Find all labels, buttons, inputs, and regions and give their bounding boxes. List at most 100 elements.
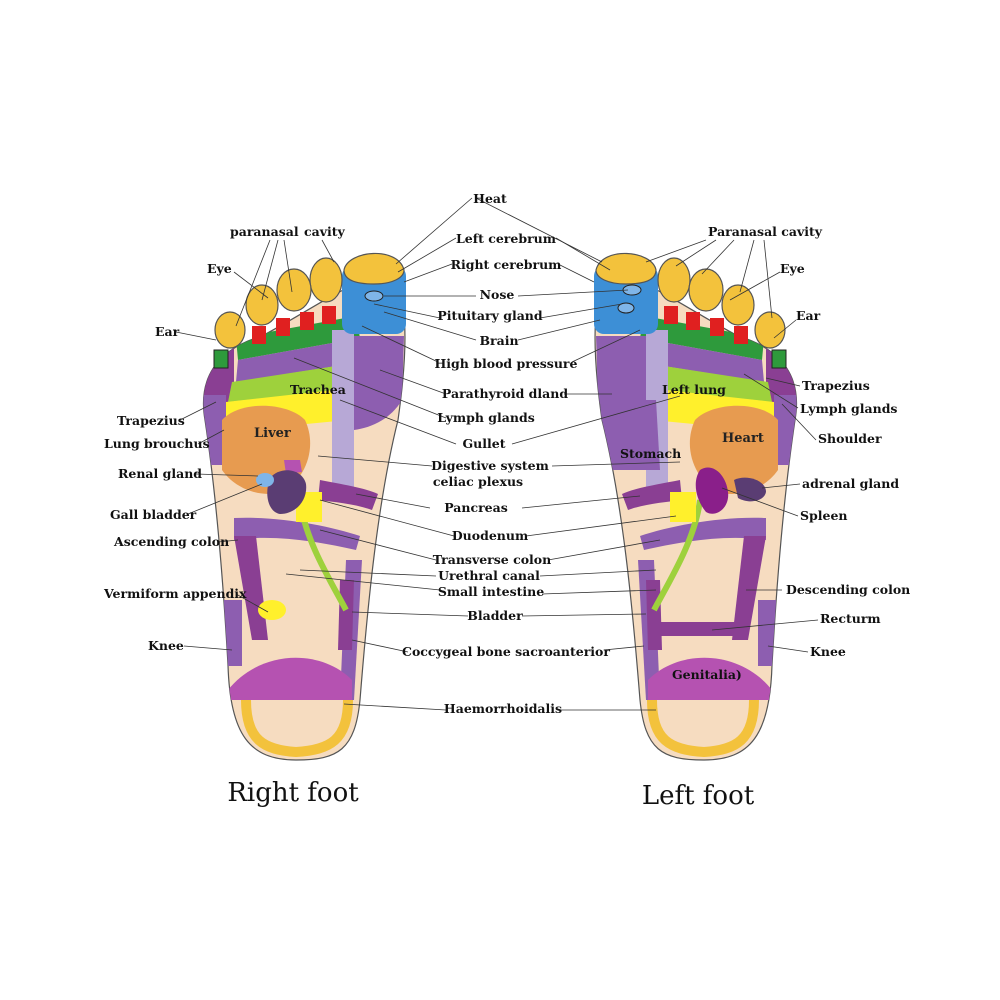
left-stomach-zone xyxy=(600,400,660,470)
label-small-intestine: Small intestine xyxy=(438,584,544,599)
label-coccygeal-bone: Coccygeal bone sacroanterior xyxy=(402,644,610,659)
left-haemorrhoidalis-arc xyxy=(647,699,759,758)
right-nose-spot xyxy=(364,290,384,302)
left-green-band xyxy=(640,316,764,360)
label-gall-bladder: Gall bladder xyxy=(110,507,197,522)
label-shoulder: Shoulder xyxy=(818,431,882,446)
label-stomach: Stomach xyxy=(620,446,681,461)
label-digestive-system: Digestive system xyxy=(431,458,549,473)
left-duodenum-zone xyxy=(670,492,696,522)
label-right-cerebrum: Right cerebrum xyxy=(451,257,562,272)
label-transverse-colon: Transverse colon xyxy=(433,552,551,567)
label-liver: Liver xyxy=(254,426,291,441)
label-high-blood-pressure: High blood pressure xyxy=(435,356,578,371)
label-brain: Brain xyxy=(479,333,518,348)
right-toe-red-spots xyxy=(252,306,336,344)
label-eye-right: Eye xyxy=(207,261,232,276)
left-spleen xyxy=(695,467,729,514)
label-ear-left: Ear xyxy=(796,308,821,323)
label-lung-brouchus: Lung brouchus xyxy=(104,436,210,451)
right-bladder-zone xyxy=(338,580,354,650)
right-toe-3 xyxy=(276,268,312,312)
label-ascending-colon: Ascending colon xyxy=(113,534,229,549)
label-adrenal-gland: adrenal gland xyxy=(802,476,899,491)
label-eye-left: Eye xyxy=(780,261,805,276)
label-paranasal: paranasal xyxy=(230,224,299,239)
left-toe-3 xyxy=(688,268,724,312)
center-labels: Heat Left cerebrum Right cerebrum Nose P… xyxy=(402,191,610,716)
left-knee-zone xyxy=(758,600,776,666)
label-parathyroid-gland: Parathyroid dland xyxy=(442,386,568,401)
left-foot-zones xyxy=(596,316,797,758)
label-heat: Heat xyxy=(473,191,507,206)
label-gullet: Gullet xyxy=(463,436,506,451)
label-cavity: cavity xyxy=(304,224,345,239)
label-trapezius-right: Trapezius xyxy=(117,413,185,428)
label-spleen: Spleen xyxy=(800,508,848,523)
left-genitalia-zone xyxy=(648,657,772,700)
label-bladder: Bladder xyxy=(467,608,523,623)
leader-lines xyxy=(175,197,819,711)
label-left-cerebrum: Left cerebrum xyxy=(456,231,556,246)
label-vermiform-appendix: Vermiform appendix xyxy=(103,586,247,601)
left-rectum xyxy=(660,622,744,636)
right-green-band xyxy=(236,316,360,360)
label-knee-right: Knee xyxy=(148,638,184,653)
caption-left-foot: Left foot xyxy=(642,781,755,811)
left-toe-5 xyxy=(754,311,786,349)
label-rectum: Recturm xyxy=(820,611,881,626)
right-lung-purple xyxy=(203,395,226,465)
label-celiac-plexus: celiac plexus xyxy=(433,474,523,489)
right-appendix-spot xyxy=(258,600,286,620)
right-transverse-colon xyxy=(234,517,360,550)
label-pituitary-gland: Pituitary gland xyxy=(437,308,543,323)
right-gall-bladder xyxy=(256,473,274,487)
right-gullet-strip xyxy=(332,330,354,490)
label-urethral-canal: Urethral canal xyxy=(438,568,540,583)
left-big-toe xyxy=(595,252,657,285)
right-toe-4 xyxy=(245,284,279,326)
left-ear-spot xyxy=(771,349,787,369)
label-descending-colon: Descending colon xyxy=(786,582,910,597)
left-foot-labels: Paranasal cavity Eye Ear Trapezius Lymph… xyxy=(620,224,910,682)
label-knee-left: Knee xyxy=(810,644,846,659)
label-trachea: Trachea xyxy=(290,382,346,397)
right-haemorrhoidalis-arc xyxy=(241,699,353,758)
label-haemorrhoidalis: Haemorrhoidalis xyxy=(444,701,562,716)
label-duodenum: Duodenum xyxy=(452,528,528,543)
left-purple-band xyxy=(638,338,764,382)
left-pituitary-spot xyxy=(617,302,635,314)
right-knee-zone xyxy=(224,600,242,666)
right-pancreas-zone xyxy=(318,480,378,510)
label-trapezius-left: Trapezius xyxy=(802,378,870,393)
left-lime-band xyxy=(638,362,772,402)
left-toe-red-spots xyxy=(664,306,748,344)
right-genitalia-zone xyxy=(228,657,352,700)
left-pancreas-zone xyxy=(622,480,682,510)
right-foot-labels: paranasal cavity Eye Ear Trapezius Lung … xyxy=(103,224,346,653)
right-ear-spot xyxy=(213,349,229,369)
left-descending-colon xyxy=(732,536,766,640)
left-toe-4 xyxy=(721,284,755,326)
right-parathyroid-zone xyxy=(354,336,404,430)
left-lung-purple xyxy=(774,395,797,465)
left-toe-2 xyxy=(657,257,691,303)
label-nose: Nose xyxy=(480,287,515,302)
right-kidney xyxy=(267,470,307,514)
label-pancreas: Pancreas xyxy=(444,500,508,515)
right-foot-zones xyxy=(203,316,404,758)
label-paranasal-cavity-left: Paranasal cavity xyxy=(708,224,823,239)
right-toe-5 xyxy=(214,311,246,349)
label-renal-gland: Renal gland xyxy=(118,466,202,481)
right-big-toe xyxy=(343,252,405,285)
left-transverse-colon xyxy=(640,517,766,550)
label-left-lung: Left lung xyxy=(662,382,726,397)
label-lymph-glands-left: Lymph glands xyxy=(800,401,897,416)
label-heart: Heart xyxy=(722,431,764,446)
right-toe-2 xyxy=(309,257,343,303)
right-foot xyxy=(202,252,406,761)
label-ear-right: Ear xyxy=(155,324,180,339)
left-foot xyxy=(594,252,798,761)
